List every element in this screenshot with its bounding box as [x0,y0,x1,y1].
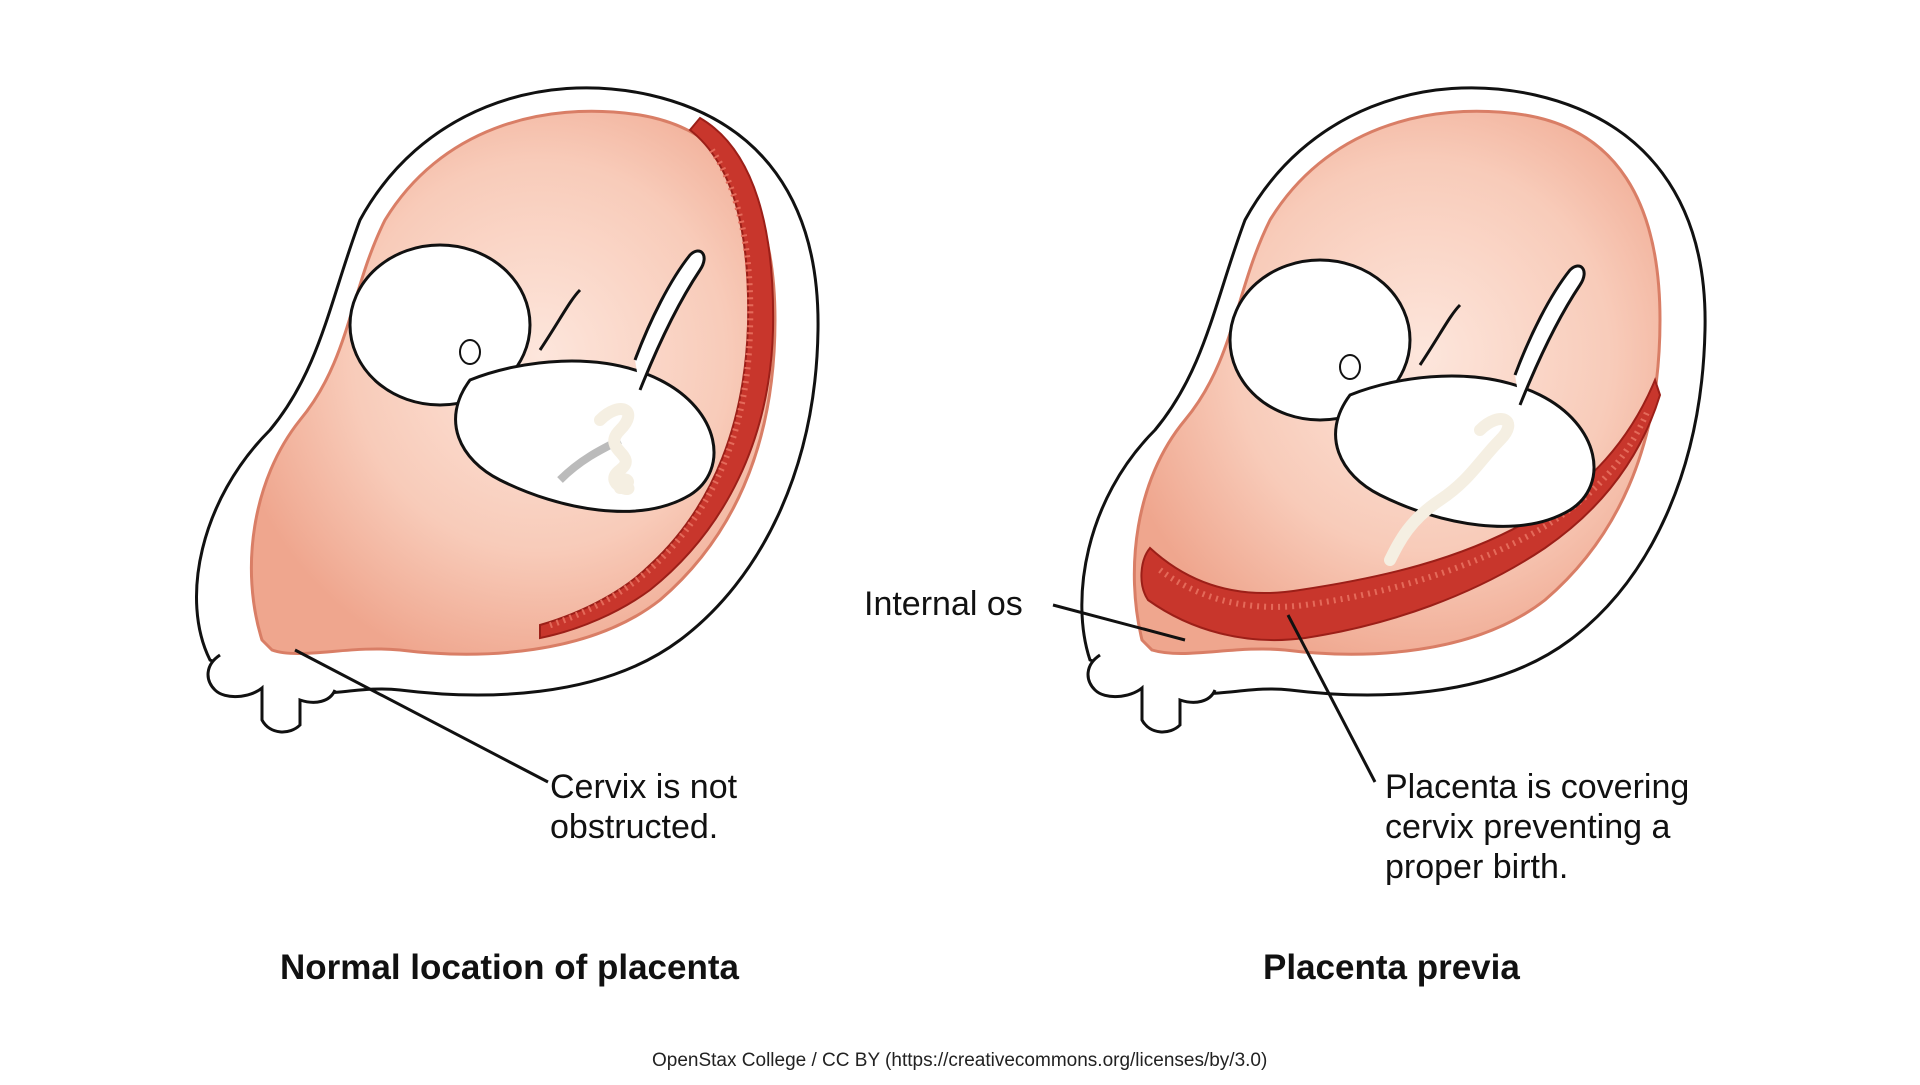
previa-callout-line3: proper birth. [1385,848,1569,886]
normal-callout: Cervix is not obstructed. [550,767,737,847]
previa-uterus-diagram [1052,86,1707,783]
internal-os-label: Internal os [864,585,1023,623]
previa-cervix [1086,653,1217,734]
previa-callout-line2: cervix preventing a [1385,808,1671,846]
normal-placenta [539,116,775,640]
normal-fetus [348,243,716,513]
previa-callout-line1: Placenta is covering [1385,768,1690,806]
previa-umbilical-cord [1384,413,1515,566]
normal-uterus-diagram [195,86,820,784]
normal-caption: Normal location of placenta [280,948,739,987]
normal-cervix [206,653,337,734]
previa-callout: Placenta is covering cervix preventing a… [1385,767,1689,887]
internal-os-leader [1052,603,1186,642]
credit-line: OpenStax College / CC BY (https://creati… [652,1050,1268,1071]
normal-callout-line2: obstructed. [550,808,719,846]
previa-placenta-leader [1286,614,1377,783]
normal-umbilical-cord [594,403,635,495]
normal-cervix-leader [294,648,549,784]
normal-callout-line1: Cervix is not [550,768,738,806]
previa-caption: Placenta previa [1263,948,1520,987]
previa-fetus [1228,258,1596,528]
